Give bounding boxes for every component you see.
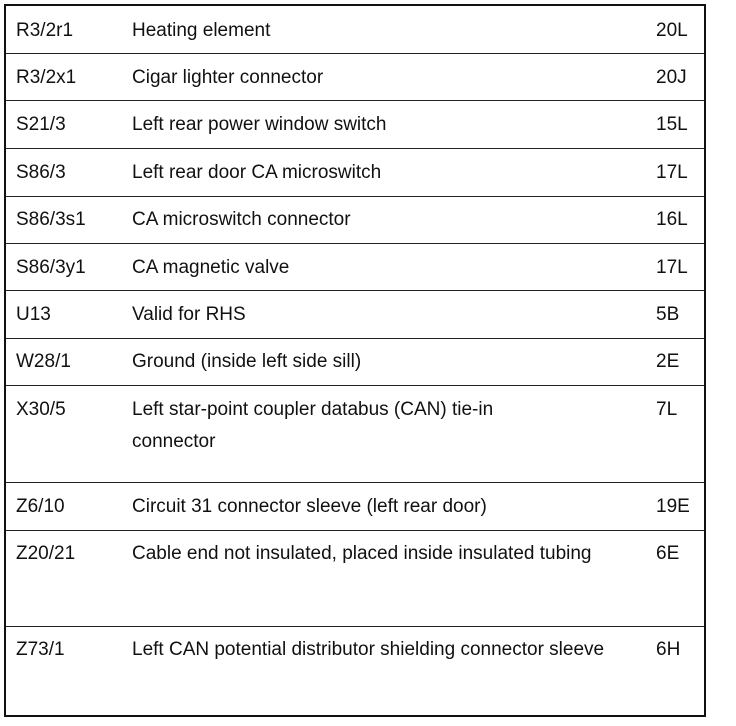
component-code: W28/1 bbox=[16, 351, 71, 372]
component-code: Z73/1 bbox=[16, 639, 65, 660]
grid-reference: 20J bbox=[656, 67, 687, 88]
grid-reference: 5B bbox=[656, 304, 680, 325]
grid-reference: 20L bbox=[656, 20, 688, 41]
grid-reference: 2E bbox=[656, 351, 680, 372]
grid-reference: 17L bbox=[656, 162, 688, 183]
table-row: S86/3y1 CA magnetic valve 17L bbox=[6, 244, 704, 291]
table-row: Z6/10 Circuit 31 connector sleeve (left … bbox=[6, 483, 704, 531]
table-row: W28/1 Ground (inside left side sill) 2E bbox=[6, 339, 704, 386]
component-legend-table: R3/2r1 Heating element 20L R3/2x1 Cigar … bbox=[4, 4, 706, 717]
table-row: S86/3 Left rear door CA microswitch 17L bbox=[6, 149, 704, 197]
component-code: X30/5 bbox=[16, 399, 66, 420]
component-description: Left CAN potential distributor shielding… bbox=[132, 639, 605, 660]
grid-reference: 6H bbox=[656, 639, 681, 660]
component-code: S86/3 bbox=[16, 162, 66, 183]
component-description: Left star-point coupler databus (CAN) ti… bbox=[132, 399, 494, 452]
grid-reference: 19E bbox=[656, 496, 690, 517]
component-description: Cigar lighter connector bbox=[132, 67, 324, 88]
table-row: Z73/1 Left CAN potential distributor shi… bbox=[6, 627, 704, 715]
component-description: Left rear door CA microswitch bbox=[132, 162, 382, 183]
component-code: S86/3y1 bbox=[16, 257, 86, 278]
component-description: Left rear power window switch bbox=[132, 114, 387, 135]
table-row: S86/3s1 CA microswitch connector 16L bbox=[6, 197, 704, 244]
component-code: U13 bbox=[16, 304, 51, 325]
component-code: Z20/21 bbox=[16, 543, 76, 564]
grid-reference: 16L bbox=[656, 209, 688, 230]
grid-reference: 7L bbox=[656, 399, 678, 420]
component-description: Heating element bbox=[132, 20, 271, 41]
component-description: CA magnetic valve bbox=[132, 257, 290, 278]
grid-reference: 15L bbox=[656, 114, 688, 135]
component-description: Circuit 31 connector sleeve (left rear d… bbox=[132, 496, 487, 517]
component-code: Z6/10 bbox=[16, 496, 65, 517]
component-code: S21/3 bbox=[16, 114, 66, 135]
table-row: Z20/21 Cable end not insulated, placed i… bbox=[6, 531, 704, 627]
component-description: Cable end not insulated, placed inside i… bbox=[132, 543, 592, 564]
component-code: S86/3s1 bbox=[16, 209, 86, 230]
table-row: S21/3 Left rear power window switch 15L bbox=[6, 101, 704, 149]
component-code: R3/2r1 bbox=[16, 20, 74, 41]
component-code: R3/2x1 bbox=[16, 67, 77, 88]
component-description: Valid for RHS bbox=[132, 304, 246, 325]
grid-reference: 17L bbox=[656, 257, 688, 278]
table-row: R3/2x1 Cigar lighter connector 20J bbox=[6, 54, 704, 101]
table-row: X30/5 Left star-point coupler databus (C… bbox=[6, 386, 704, 483]
component-description: CA microswitch connector bbox=[132, 209, 351, 230]
grid-reference: 6E bbox=[656, 543, 680, 564]
component-description: Ground (inside left side sill) bbox=[132, 351, 362, 372]
table-row: R3/2r1 Heating element 20L bbox=[6, 6, 704, 54]
table-row: U13 Valid for RHS 5B bbox=[6, 291, 704, 339]
